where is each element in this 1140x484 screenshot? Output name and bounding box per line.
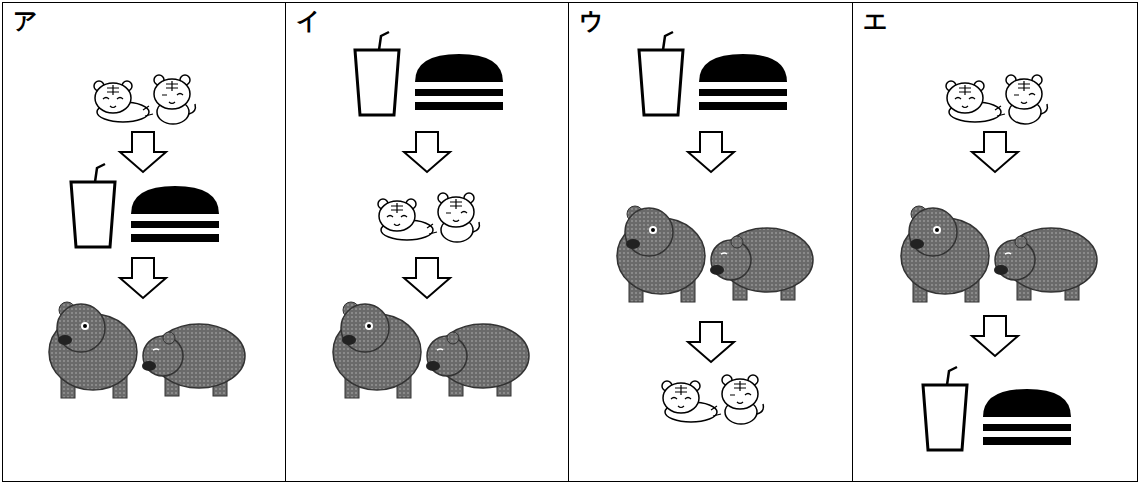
panel-box: イ xyxy=(285,2,569,482)
panel-label: ウ xyxy=(579,7,604,36)
panel-box: ウ xyxy=(568,2,853,482)
panel-label: エ xyxy=(863,7,888,36)
panel-box: ア xyxy=(2,2,286,482)
panel-label: イ xyxy=(296,7,321,36)
panel-box: エ xyxy=(852,2,1138,482)
panel-label: ア xyxy=(13,7,38,36)
